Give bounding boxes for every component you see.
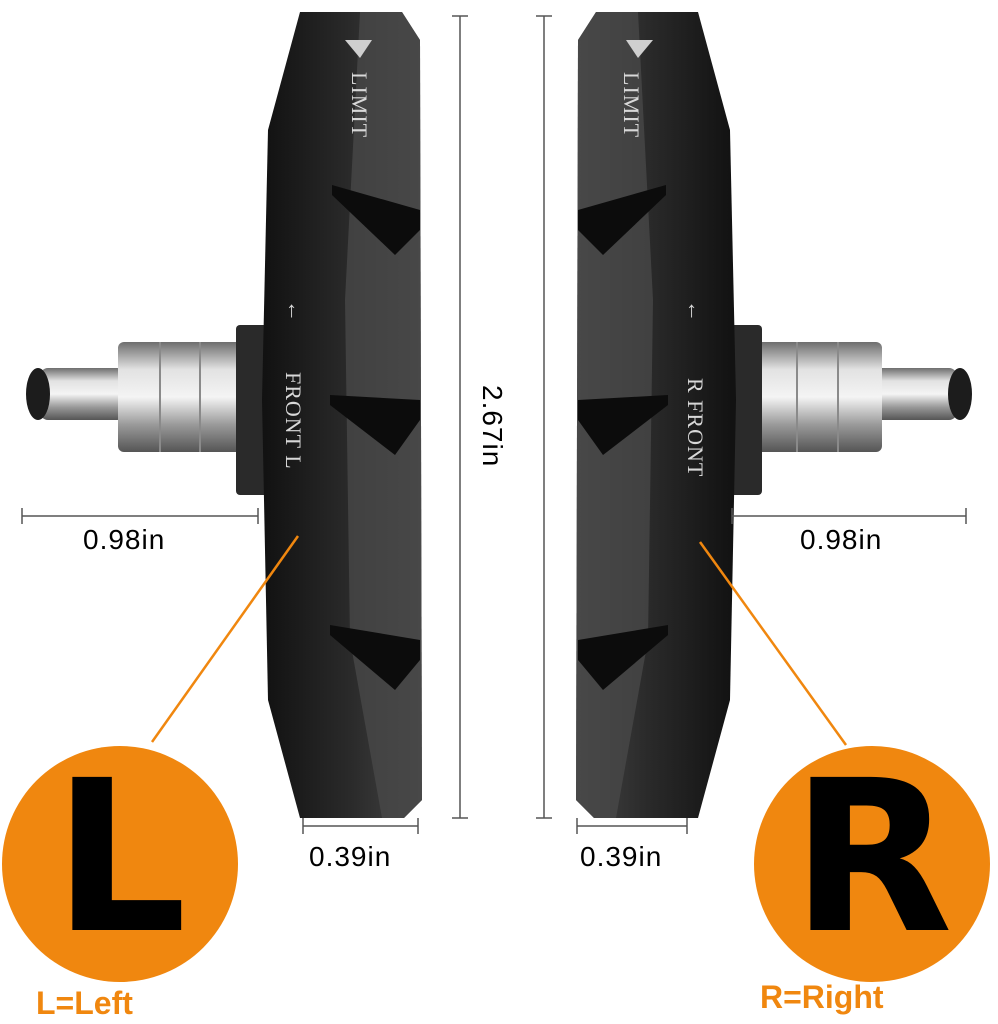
right-brake-pad: LIMIT ← R FRONT: [576, 12, 972, 818]
dimension-lines: [21, 15, 967, 834]
right-front-label: R FRONT: [683, 378, 708, 477]
left-front-label: FRONT L: [281, 372, 306, 470]
right-badge-letter: R: [791, 735, 953, 980]
left-front-arrow: ←: [283, 300, 308, 323]
right-badge: R: [754, 735, 990, 982]
right-badge-caption: R=Right: [760, 979, 884, 1015]
height-dimension-label: 2.67in: [477, 385, 508, 467]
left-brake-pad: LIMIT ← FRONT L: [26, 12, 422, 818]
left-post-dimension-label: 0.98in: [83, 524, 165, 555]
left-width-dimension-label: 0.39in: [309, 841, 391, 872]
right-post-dimension-label: 0.98in: [800, 524, 882, 555]
left-limit-label: LIMIT: [347, 72, 372, 138]
left-badge: L: [2, 735, 238, 982]
left-post: [26, 325, 276, 495]
left-leader-line: [150, 535, 300, 743]
right-leader-line: [698, 541, 848, 746]
left-badge-caption: L=Left: [36, 985, 133, 1021]
right-limit-label: LIMIT: [619, 72, 644, 138]
left-badge-letter: L: [53, 735, 187, 980]
right-post: [722, 325, 972, 495]
right-width-dimension-label: 0.39in: [580, 841, 662, 872]
right-front-arrow: ←: [683, 300, 708, 323]
